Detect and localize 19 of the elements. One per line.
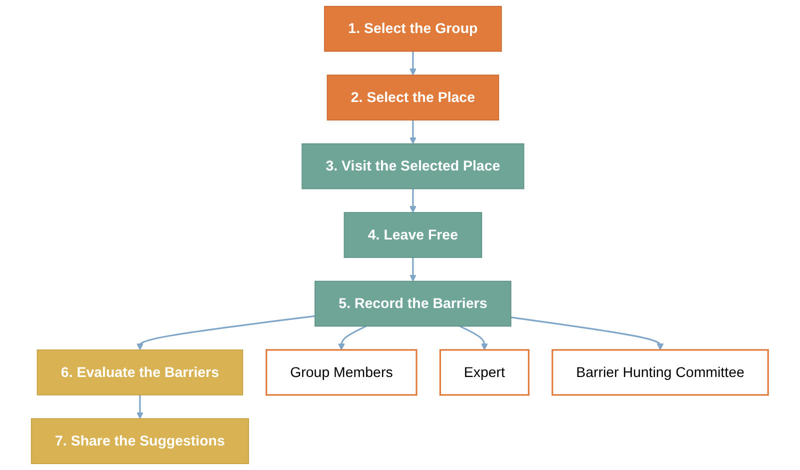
node-box: 4. Leave Free [344,212,482,258]
node-box: 6. Evaluate the Barriers [37,350,244,396]
arrow [511,316,664,350]
arrow [410,120,417,144]
arrow [410,258,417,282]
node-box: Expert [440,349,530,396]
arrow [460,326,488,350]
arrow [410,188,417,213]
node-box: 1. Select the Group [324,6,502,52]
node-box: 2. Select the Place [327,74,500,120]
node-box: Group Members [266,349,418,396]
arrow [338,326,367,350]
node-box: 5. Record the Barriers [314,280,512,327]
arrow [136,315,316,350]
node-box: 7. Share the Suggestions [31,418,250,464]
node-box: 3. Visit the Selected Place [302,143,525,190]
arrow [136,394,144,419]
node-box: Barrier Hunting Committee [552,349,770,396]
arrow [410,51,417,76]
